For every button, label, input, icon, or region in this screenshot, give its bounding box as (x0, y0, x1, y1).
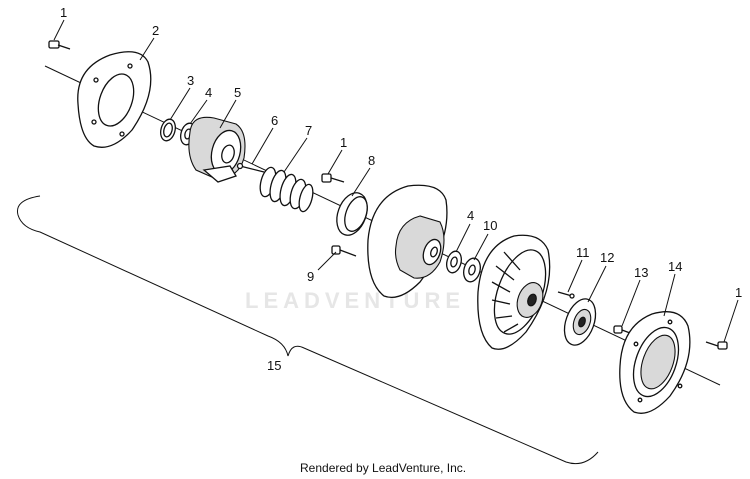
callout-11: 11 (576, 245, 590, 260)
part-11-pin (557, 291, 575, 299)
callout-1-middle: 1 (340, 135, 347, 150)
part-13-bolt (613, 325, 631, 334)
part-8-bushing (336, 192, 368, 236)
watermark-text: LEADVENTURE (245, 288, 465, 313)
callout-12: 12 (600, 250, 614, 265)
part-6-pin (236, 162, 265, 173)
part-3-snap-ring (160, 118, 176, 142)
callout-13: 13 (634, 265, 648, 280)
part-1-bolt-middle (321, 173, 345, 183)
callout-5: 5 (234, 85, 241, 100)
callout-1-left: 1 (60, 5, 67, 20)
callout-6: 6 (271, 113, 278, 128)
callout-4-b: 4 (467, 208, 474, 223)
part-5-spider (188, 116, 246, 183)
callout-8: 8 (368, 153, 375, 168)
callout-7: 7 (305, 123, 312, 138)
leader-lines (53, 19, 739, 343)
callout-4-a: 4 (205, 85, 212, 100)
callout-2: 2 (152, 23, 159, 38)
footer-credit: Rendered by LeadVenture, Inc. (300, 461, 466, 475)
part-12-plate (563, 298, 597, 346)
callout-1-right: 1 (735, 285, 742, 300)
part-14-cover (619, 311, 691, 414)
callout-15: 15 (267, 358, 281, 373)
part-1-bolt-right (705, 341, 728, 350)
part-9-screw (331, 245, 357, 257)
callout-3: 3 (187, 73, 194, 88)
assembly-bracket (16, 195, 599, 465)
moveable-sheave (367, 184, 448, 299)
callout-10: 10 (483, 218, 497, 233)
part-10-washer (463, 257, 481, 283)
part-4-washer-b (446, 250, 462, 274)
fixed-sheave (477, 234, 551, 350)
part-2-plate (77, 51, 152, 148)
part-1-bolt-left (48, 40, 71, 50)
callout-14: 14 (668, 259, 682, 274)
callout-9: 9 (307, 269, 314, 284)
part-7-spring (259, 166, 314, 213)
